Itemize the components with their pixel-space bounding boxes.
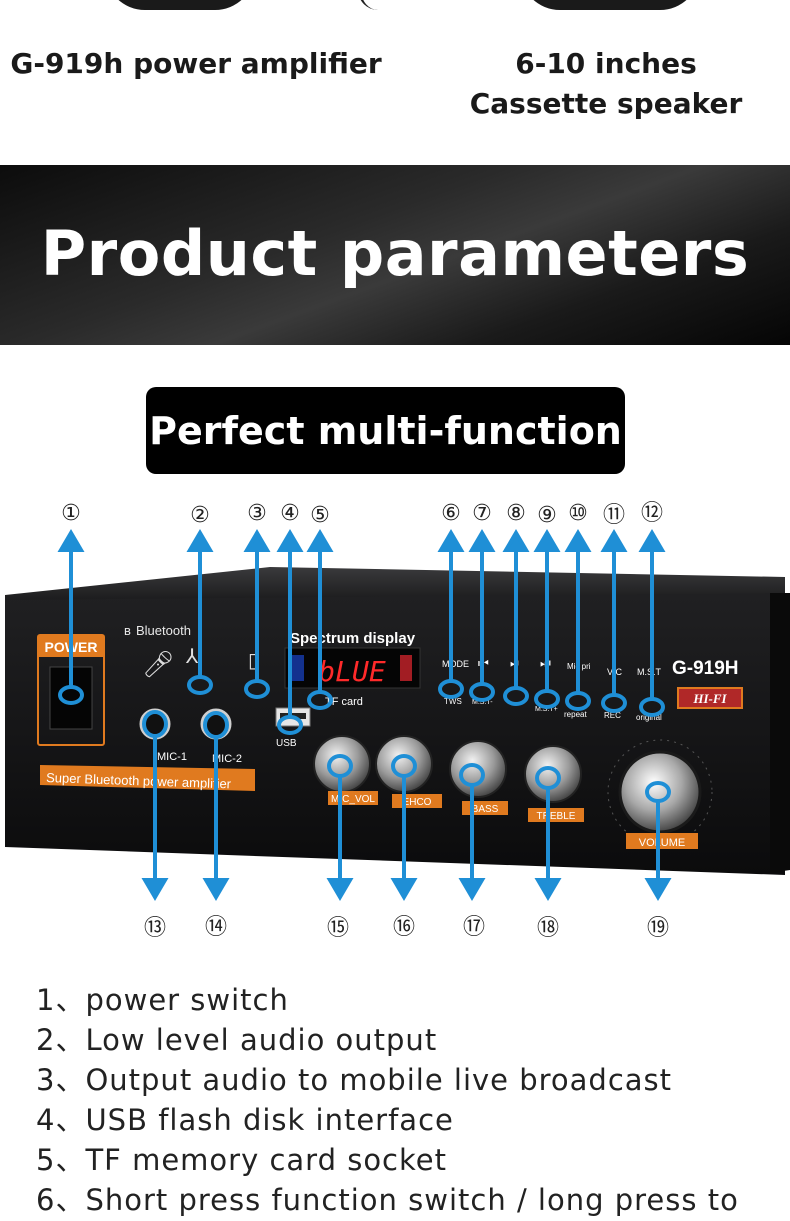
callout-12: ⑫: [641, 501, 663, 526]
callout-numbers-bottom: ⑬ ⑭ ⑮ ⑯ ⑰ ⑱ ⑲: [144, 915, 669, 941]
usb-label: USB: [276, 738, 297, 749]
callout-9: ⑨: [537, 503, 557, 528]
callout-19: ⑲: [647, 916, 669, 941]
cable-mark: [358, 0, 381, 10]
volume-label: VOLUME: [639, 837, 685, 849]
spectrum-bar-right: [400, 655, 412, 681]
bluetooth-text: ʙ: [124, 623, 131, 638]
banner-title: Product parameters: [40, 217, 750, 290]
caption-speaker-line2: Cassette speaker: [469, 87, 743, 120]
knob2-label: EHCO: [403, 797, 432, 808]
hifi-badge: [677, 687, 743, 709]
callout-1: ①: [61, 501, 81, 526]
audio-out-icon: ⅄: [185, 644, 199, 668]
mst-plus-label: M.S.T+: [535, 706, 558, 713]
callout-numbers-top: ① ② ③ ④ ⑤ ⑥ ⑦ ⑧ ⑨ ⑩ ⑪ ⑫: [61, 501, 663, 528]
tf-label: TF card: [325, 696, 363, 708]
product-image-right: [520, 0, 700, 10]
callout-14: ⑭: [205, 915, 227, 940]
mic-icon: 🎤︎: [142, 650, 175, 680]
chassis-side: [770, 593, 790, 873]
spectrum-bar-left: [292, 655, 304, 681]
top-section: G-919h power amplifier 6-10 inches Casse…: [0, 0, 790, 165]
list-item: 4、USB flash disk interface: [36, 1103, 454, 1137]
callout-11: ⑪: [603, 503, 625, 528]
parameters-banner: Product parameters: [0, 165, 790, 345]
volume-scale: [607, 739, 713, 845]
callout-5: ⑤: [310, 503, 330, 528]
list-item: 6、Short press function switch / long pre…: [36, 1183, 739, 1217]
orange-strip: [40, 765, 255, 791]
callout-3: ③: [247, 501, 267, 526]
knob4-label: TREBLE: [537, 811, 576, 822]
mst-minus-label: M.S.T-: [472, 699, 493, 706]
amplifier-diagram: POWER Super Bluetooth power amplifier ʙ …: [5, 501, 790, 941]
knob1-label: MIC_VOL: [331, 794, 375, 805]
callout-2: ②: [190, 503, 210, 528]
mode-label: MODE: [442, 659, 469, 669]
volume-label-bg: [626, 833, 698, 849]
list-item: 2、Low level audio output: [36, 1023, 438, 1057]
knob4-label-bg: [528, 808, 584, 822]
strip-label: Super Bluetooth power amplifier: [46, 770, 232, 791]
callout-18: ⑱: [537, 916, 559, 941]
feature-list: 1、power switch 2、Low level audio output …: [36, 980, 776, 1220]
led-display: bLUE: [318, 655, 386, 688]
multifunction-pill: Perfect multi-function: [146, 387, 625, 474]
phone-icon: ▯: [248, 648, 259, 672]
model-label: G-919H: [672, 658, 739, 679]
caption-speaker-line1: 6-10 inches: [515, 47, 697, 80]
callout-16: ⑯: [393, 915, 415, 940]
product-image-left: [105, 0, 255, 10]
list-item: 3、Output audio to mobile live broadcast: [36, 1063, 673, 1097]
callout-13: ⑬: [144, 916, 166, 941]
callout-17: ⑰: [463, 915, 485, 940]
list-item: 5、TF memory card socket: [36, 1143, 447, 1177]
mic1-label: MIC-1: [157, 751, 187, 763]
spectrum-label: Spectrum display: [290, 630, 416, 647]
callout-arrows: [57, 529, 672, 901]
callout-6: ⑥: [441, 501, 461, 526]
knob3-label: BASS: [472, 804, 499, 815]
knob-treble: [524, 745, 582, 803]
mst-label: M.S.T: [637, 667, 662, 677]
hifi-label: HI-FI: [692, 691, 727, 706]
bluetooth-label: Bluetooth: [136, 623, 191, 638]
callout-15: ⑮: [327, 916, 349, 941]
tws-label: TWS: [444, 697, 462, 706]
list-item: 1、power switch: [36, 983, 289, 1017]
callout-4: ④: [280, 501, 300, 526]
callout-8: ⑧: [506, 501, 526, 526]
original-label: original: [636, 713, 662, 722]
mic2-label: MIC-2: [212, 753, 242, 765]
rec-label: REC: [604, 711, 621, 720]
pill-label: Perfect multi-function: [149, 409, 622, 453]
display-panel: [284, 647, 421, 689]
callout-7: ⑦: [472, 501, 492, 526]
callout-10: ⑩: [568, 501, 588, 526]
repeat-label: repeat: [564, 710, 587, 719]
caption-amplifier: G-919h power amplifier: [10, 47, 382, 80]
